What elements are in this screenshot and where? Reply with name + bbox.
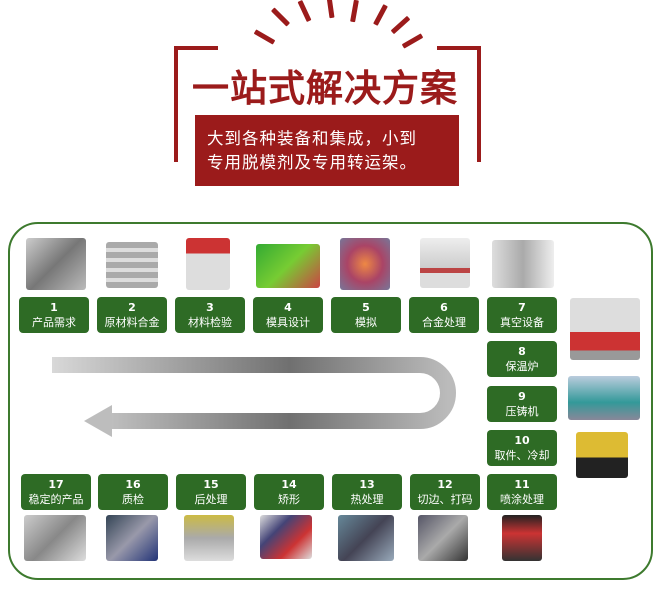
step-10: 10 取件、冷却 (487, 430, 557, 466)
step-8: 8 保温炉 (487, 341, 557, 377)
subtitle-line: 大到各种装备和集成，小到 (207, 129, 417, 148)
product-part-image (26, 238, 86, 290)
step-label: 材料检验 (188, 316, 232, 329)
stable-product-image (24, 515, 86, 561)
step-4: 4 模具设计 (253, 297, 323, 333)
step-number: 2 (128, 301, 136, 314)
alloy-treatment-image (420, 238, 470, 288)
step-6: 6 合金处理 (409, 297, 479, 333)
step-11: 11 喷涂处理 (487, 474, 557, 510)
step-label: 模具设计 (266, 316, 310, 329)
step-5: 5 模拟 (331, 297, 401, 333)
step-label: 取件、冷却 (494, 449, 550, 462)
step-label: 质检 (122, 493, 144, 506)
step-2: 2 原材料合金 (97, 297, 167, 333)
step-13: 13 热处理 (332, 474, 402, 510)
step-9: 9 压铸机 (487, 386, 557, 422)
title-bracket-right (437, 46, 481, 162)
step-number: 16 (125, 478, 141, 491)
step-14: 14 矫形 (254, 474, 324, 510)
step-label: 合金处理 (422, 316, 466, 329)
simulation-image (340, 238, 390, 290)
step-label: 原材料合金 (104, 316, 160, 329)
step-number: 12 (437, 478, 453, 491)
step-number: 10 (514, 434, 530, 447)
process-frame (8, 222, 653, 580)
step-7: 7 真空设备 (487, 297, 557, 333)
step-label: 喷涂处理 (500, 493, 544, 506)
step-number: 3 (206, 301, 214, 314)
step-1: 1 产品需求 (19, 297, 89, 333)
subtitle-line: 专用脱模剂及专用转运架。 (207, 153, 417, 172)
quality-check-image (106, 515, 158, 561)
step-number: 11 (514, 478, 530, 491)
step-number: 13 (359, 478, 375, 491)
step-label: 稳定的产品 (28, 493, 84, 506)
step-label: 切边、打码 (417, 493, 473, 506)
step-15: 15 后处理 (176, 474, 246, 510)
holding-furnace-image (570, 298, 640, 360)
step-number: 7 (518, 301, 526, 314)
step-number: 8 (518, 345, 526, 358)
step-label: 真空设备 (500, 316, 544, 329)
step-16: 16 质检 (98, 474, 168, 510)
flow-arrow-icon (52, 357, 456, 437)
straightening-image (260, 515, 312, 559)
page-title: 一站式解决方案 (192, 67, 458, 110)
mold-design-image (256, 244, 320, 288)
step-label: 保温炉 (505, 360, 539, 373)
heat-treatment-image (338, 515, 394, 561)
step-number: 4 (284, 301, 292, 314)
step-label: 模拟 (355, 316, 377, 329)
step-17: 17 稳定的产品 (21, 474, 91, 510)
step-3: 3 材料检验 (175, 297, 245, 333)
title-bracket-left (174, 46, 218, 162)
step-label: 热处理 (350, 493, 384, 506)
extraction-robot-image (576, 432, 628, 478)
step-number: 9 (518, 390, 526, 403)
die-casting-machine-image (568, 376, 640, 420)
step-12: 12 切边、打码 (410, 474, 480, 510)
step-number: 6 (440, 301, 448, 314)
subtitle-box: 大到各种装备和集成，小到 专用脱模剂及专用转运架。 (195, 115, 459, 186)
spraying-image (502, 515, 542, 561)
trimming-image (418, 515, 468, 561)
step-label: 产品需求 (32, 316, 76, 329)
step-number: 14 (281, 478, 297, 491)
alloy-ingots-image (106, 242, 158, 288)
testing-machine-image (186, 238, 230, 290)
step-label: 后处理 (194, 493, 228, 506)
post-processing-image (184, 515, 234, 561)
step-number: 17 (48, 478, 64, 491)
step-label: 压铸机 (505, 405, 539, 418)
step-number: 5 (362, 301, 370, 314)
vacuum-equipment-image (492, 240, 554, 288)
step-label: 矫形 (278, 493, 300, 506)
step-number: 15 (203, 478, 219, 491)
step-number: 1 (50, 301, 58, 314)
